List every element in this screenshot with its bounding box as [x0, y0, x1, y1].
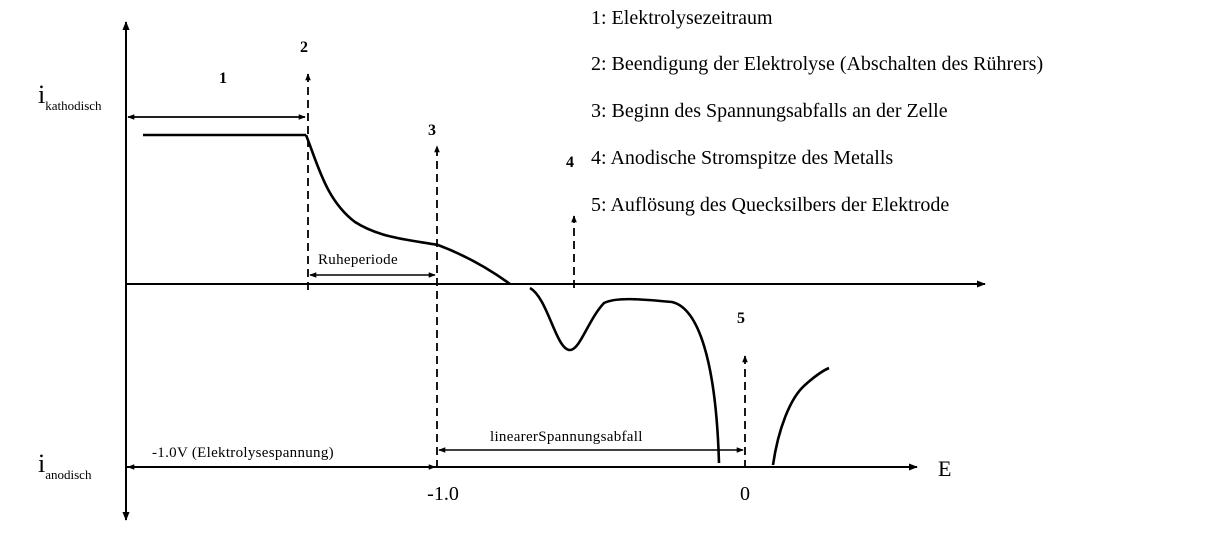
- legend-item-1: 1: Elektrolysezeitraum: [591, 7, 773, 29]
- current-curve-mercury-dissolution: [771, 366, 830, 466]
- tick-label-minus-one: -1.0: [427, 483, 459, 505]
- legend: 1: Elektrolysezeitraum 2: Beendigung der…: [591, 7, 1043, 216]
- elektrolysespannung-label: -1.0V (Elektrolysespannung): [152, 445, 334, 461]
- marker-3-label: 3: [428, 122, 436, 139]
- legend-item-3: 3: Beginn des Spannungsabfalls an der Ze…: [591, 100, 948, 122]
- marker-4-label: 4: [566, 154, 574, 171]
- legend-item-2: 2: Beendigung der Elektrolyse (Abschalte…: [591, 53, 1043, 75]
- marker-2-label: 2: [300, 39, 308, 56]
- marker-5-label: 5: [737, 310, 745, 327]
- legend-item-5: 5: Auflösung des Quecksilbers der Elektr…: [591, 194, 949, 216]
- y-axis-top-label: ikathodisch: [38, 80, 102, 113]
- tick-label-zero: 0: [740, 483, 750, 505]
- ruheperiode-label: Ruheperiode: [318, 252, 398, 268]
- current-curve-metal-peak: [529, 286, 721, 464]
- marker-1-label: 1: [219, 70, 227, 87]
- legend-item-4: 4: Anodische Stromspitze des Metalls: [591, 147, 893, 169]
- current-curve-decay: [304, 134, 511, 286]
- x-axis-label: E: [938, 456, 951, 481]
- linearer-spannungsabfall-label: linearerSpannungsabfall: [490, 429, 643, 445]
- y-axis-bottom-label: ianodisch: [38, 449, 92, 482]
